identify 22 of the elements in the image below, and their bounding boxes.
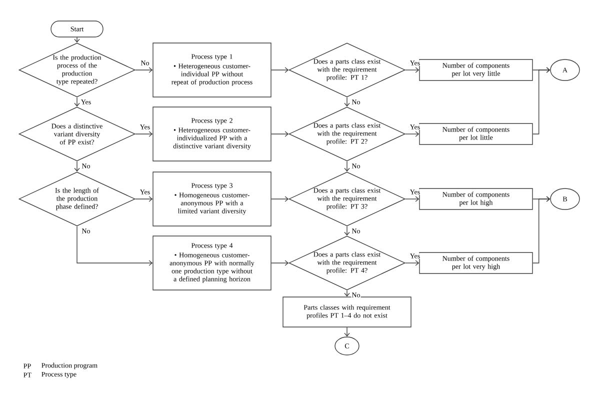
- arrow: [135, 196, 153, 202]
- arrow: [74, 37, 80, 43]
- arrow: [405, 260, 420, 266]
- arrow: [532, 67, 550, 134]
- arrow: [344, 97, 350, 107]
- arrow: [135, 131, 153, 137]
- arrow: [135, 67, 153, 73]
- arrow: [532, 196, 550, 264]
- arrow: [74, 97, 80, 107]
- arrow: [76, 226, 153, 266]
- arrow: [271, 67, 289, 73]
- arrow: [344, 290, 350, 297]
- arrow: [405, 67, 420, 73]
- arrow: [405, 131, 420, 137]
- arrow: [405, 196, 420, 202]
- arrow: [344, 226, 350, 236]
- arrow: [271, 196, 289, 202]
- arrow: [74, 161, 80, 172]
- arrow: [271, 260, 289, 266]
- arrow: [344, 326, 350, 337]
- arrow: [271, 131, 289, 137]
- arrow: [344, 161, 350, 172]
